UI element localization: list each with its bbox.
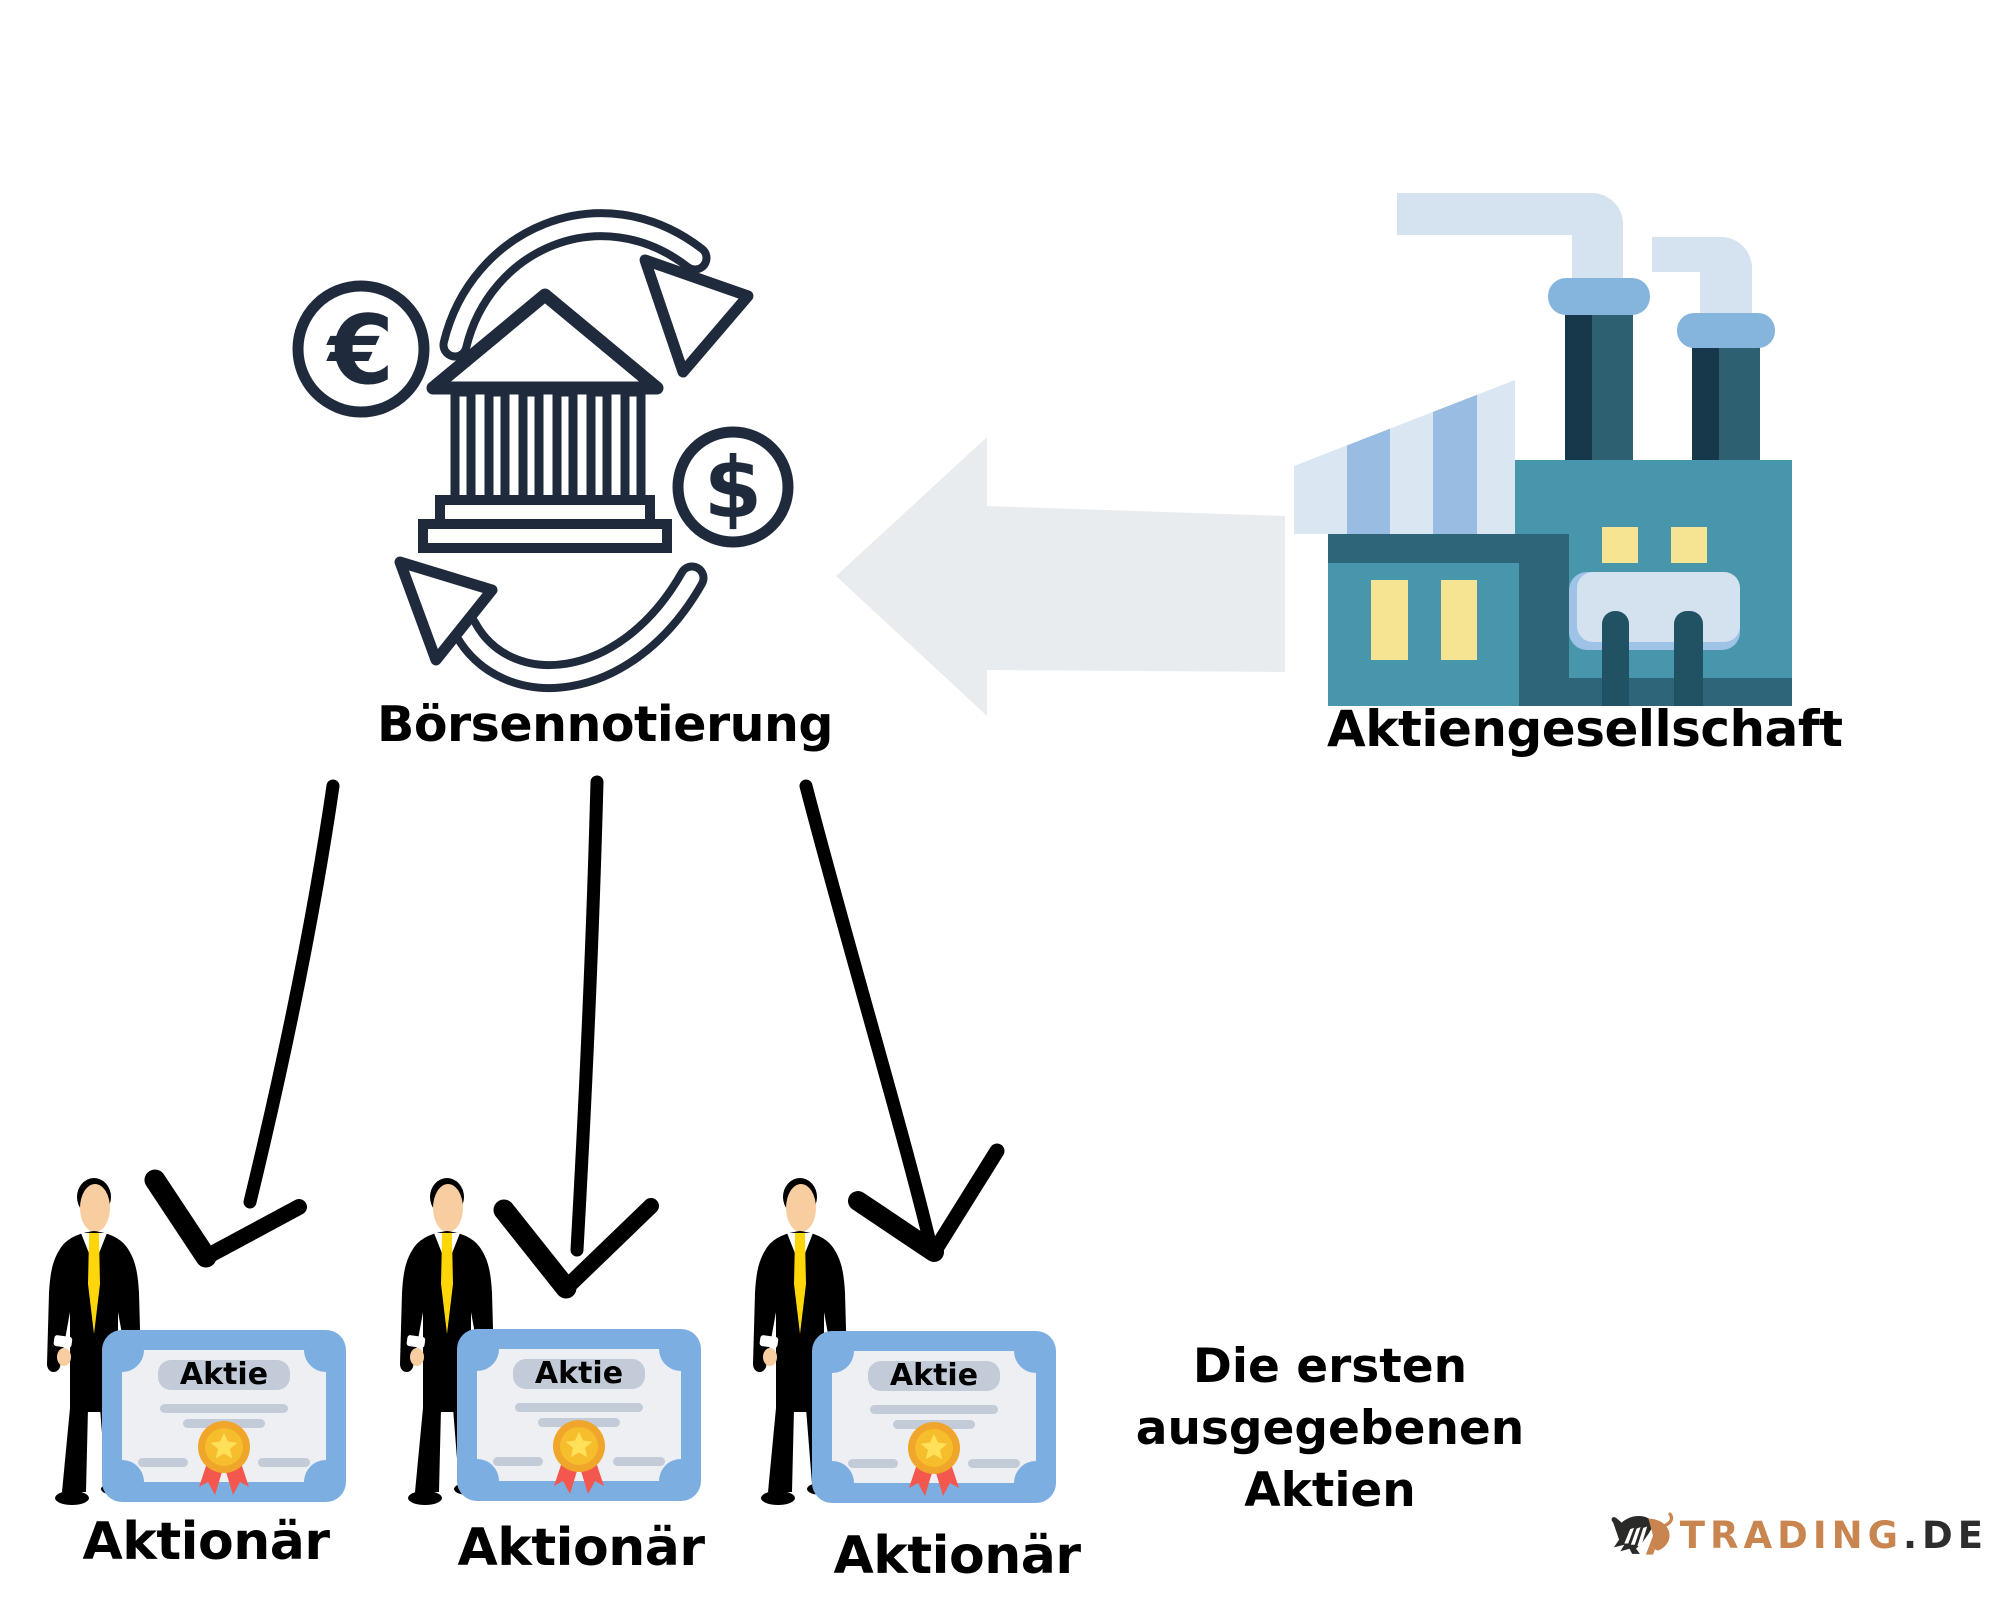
shareholder-label: Aktionär: [82, 1512, 331, 1572]
euro-coin-icon: €: [292, 280, 430, 418]
factory-window: [1602, 527, 1638, 563]
certificate-title: Aktie: [890, 1358, 978, 1393]
bull-icon: [1611, 1512, 1674, 1555]
arrow-middle-shaft: [570, 775, 604, 1257]
trading-de-logo: TRADING.DE: [1608, 1498, 1988, 1572]
share-certificate-icon: Aktie: [102, 1330, 346, 1502]
smoke-pipe-icon: [1397, 193, 1623, 282]
factory-roof-icon: [1294, 380, 1515, 534]
logo-brand: TRADING: [1679, 1513, 1903, 1557]
share-certificate-icon: Aktie: [457, 1329, 701, 1501]
dollar-coin-icon: $: [672, 426, 794, 548]
factory-icon: [1294, 193, 1792, 706]
cycle-arrow-top-icon: [439, 209, 754, 378]
certificate-title: Aktie: [180, 1357, 268, 1392]
shareholder-label: Aktionär: [833, 1526, 1082, 1586]
certificate-title: Aktie: [535, 1356, 623, 1391]
exchange-label: Börsennotierung: [377, 696, 833, 753]
caption-text: Die ersten ausgegebenen Aktien: [1130, 1336, 1530, 1522]
dollar-symbol: $: [704, 439, 762, 537]
cycle-arrow-bottom-icon: [394, 556, 708, 693]
issue-arrow-icon: [836, 437, 1285, 716]
arrow-left-shaft: [243, 779, 340, 1209]
distribution-arrows-icon: [144, 775, 1005, 1299]
bank-icon: [418, 288, 672, 553]
share-certificate-icon: Aktie: [812, 1331, 1056, 1503]
caption-line-1: Die ersten: [1192, 1339, 1468, 1394]
shareholder-label: Aktionär: [457, 1518, 706, 1578]
euro-symbol: €: [326, 296, 394, 406]
caption-line-3: Aktien: [1244, 1463, 1416, 1518]
logo-tld: .DE: [1902, 1513, 1988, 1557]
stock-exchange-cycle-icon: € $: [292, 209, 794, 693]
company-label: Aktiengesellschaft: [1327, 700, 1843, 758]
arrow-right-shaft: [799, 779, 937, 1250]
caption-line-2: ausgegebenen: [1135, 1401, 1525, 1456]
